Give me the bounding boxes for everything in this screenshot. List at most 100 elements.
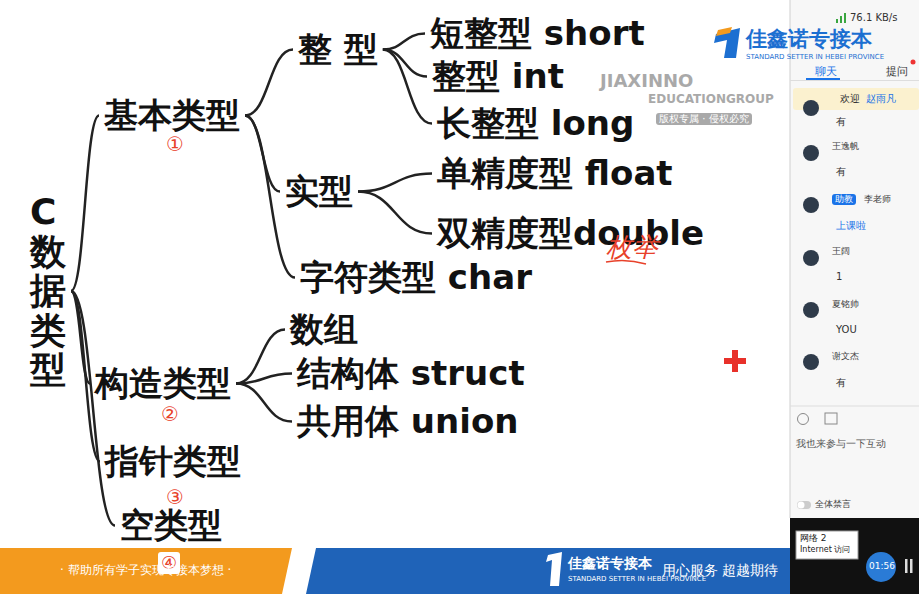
chat-message: 有 xyxy=(836,166,846,178)
logo-subtitle: STANDARD SETTER IN HEBEI PROVINCE xyxy=(746,53,884,61)
tree-node: 长整型 long xyxy=(433,102,638,145)
node-text: 长整型 long xyxy=(437,104,634,143)
tree-node: C数据类型 xyxy=(26,190,70,392)
tree-node: 字符类型 char xyxy=(296,256,536,299)
logo-text: 佳鑫诺专接本 xyxy=(568,555,652,572)
node-text: C数据类型 xyxy=(30,192,66,390)
chat-panel xyxy=(790,0,919,518)
network-status: 网络 2 xyxy=(800,533,827,544)
logo-text: 佳鑫诺专接本 xyxy=(746,27,872,52)
network-speed: 76.1 KB/s xyxy=(850,12,897,24)
brand-bar xyxy=(300,548,790,594)
logo-icon xyxy=(716,27,732,36)
node-text: 数组 xyxy=(290,310,358,349)
logo-icon xyxy=(714,28,740,58)
brace-connector xyxy=(358,174,432,192)
tree-node: 结构体 struct xyxy=(293,352,529,395)
chat-tab: 提问 xyxy=(886,65,908,78)
node-text: 整 型 xyxy=(298,30,378,69)
tab-dot xyxy=(911,60,916,65)
chat-message: 上课啦 xyxy=(836,220,866,232)
tree-node: 空类型 xyxy=(116,504,226,547)
user-name: 谢文杰 xyxy=(832,351,859,362)
red-plus xyxy=(724,350,746,372)
tree-node: 共用体 union xyxy=(293,400,522,443)
node-text: 双精度型double xyxy=(437,214,704,253)
tree-node: 整型 int xyxy=(428,55,568,98)
chat-message: 1 xyxy=(836,271,842,283)
player-bar xyxy=(790,518,919,594)
input-divider xyxy=(790,406,919,407)
brace-connector xyxy=(383,50,427,77)
watermark: JIAXINNO xyxy=(600,70,693,92)
network-status: Internet 访问 xyxy=(800,545,850,555)
node-text: 结构体 struct xyxy=(297,354,525,393)
watermark: 版权专属 · 侵权必究 xyxy=(656,113,752,125)
callout-number: ① xyxy=(166,132,184,156)
toggle xyxy=(797,501,811,509)
tree-node: 实型 xyxy=(281,170,357,213)
chat-message: 有 xyxy=(836,377,846,389)
tree-node: 单精度型 float xyxy=(433,152,677,195)
bar-logo-icon xyxy=(546,552,562,586)
tree-node: 双精度型double xyxy=(433,212,708,255)
brace-connector xyxy=(358,192,432,234)
brace-connector xyxy=(71,291,115,526)
brace-connector xyxy=(383,34,425,50)
panel-border xyxy=(790,0,791,518)
pause-icon xyxy=(910,559,913,573)
tab-divider xyxy=(790,80,919,81)
play-time: 01:56 xyxy=(869,561,895,572)
toggle-knob xyxy=(798,502,805,509)
input-placeholder: 我也来参与一下互动 xyxy=(796,438,886,450)
toggle-label: 全体禁言 xyxy=(815,499,851,510)
tree-node: 整 型 xyxy=(294,28,382,71)
brace-connector xyxy=(383,50,432,124)
slogan: 用心服务 超越期待 xyxy=(662,562,778,579)
node-text: 空类型 xyxy=(120,506,222,545)
user-name: 夏铭帅 xyxy=(832,299,859,310)
network-box xyxy=(796,531,858,559)
avatars xyxy=(803,100,819,370)
role-badge: 助教 xyxy=(832,194,856,205)
image-icon xyxy=(825,413,837,424)
tree-node: 数组 xyxy=(286,308,362,351)
slogan: · 帮助所有学子实现专接本梦想 · xyxy=(60,563,231,577)
signal-icon xyxy=(836,13,846,23)
node-text: 共用体 union xyxy=(297,402,518,441)
emoji-icon xyxy=(798,414,809,425)
node-text: 实型 xyxy=(285,172,353,211)
node-text: 基本类型 xyxy=(104,96,240,135)
node-text: 构造类型 xyxy=(95,364,231,403)
handwritten-note: 枚举 xyxy=(606,232,658,263)
user-name: 王逸帆 xyxy=(832,141,859,152)
tab-underline xyxy=(806,78,840,80)
brace-connector xyxy=(236,374,292,384)
watermark: EDUCATIONGROUP xyxy=(648,92,774,106)
welcome-text: 欢迎 xyxy=(840,93,860,105)
slogan-bar xyxy=(0,548,300,594)
tree-node: 构造类型 xyxy=(91,362,235,405)
tree-node: 基本类型 xyxy=(100,94,244,137)
user-name: 李老师 xyxy=(864,194,891,205)
welcome-name: 赵雨凡 xyxy=(866,93,896,105)
tree-node: 指针类型 xyxy=(101,440,245,483)
brace-connector xyxy=(236,384,292,422)
callout-number: ② xyxy=(161,402,179,426)
node-text: 整型 int xyxy=(432,57,564,96)
node-text: 短整型 short xyxy=(430,14,645,53)
bar-divider xyxy=(282,548,316,594)
chat-message: 有 xyxy=(836,116,846,128)
user-name: 王阔 xyxy=(832,246,850,257)
pause-icon xyxy=(905,559,908,573)
chat-message: YOU xyxy=(836,324,857,336)
chat-tab: 聊天 xyxy=(815,65,837,78)
node-text: 字符类型 char xyxy=(300,258,532,297)
play-button xyxy=(866,552,896,582)
brace-connector xyxy=(245,50,293,116)
node-text: 指针类型 xyxy=(105,442,241,481)
callout-number: ③ xyxy=(166,485,184,509)
tree-node: 短整型 short xyxy=(426,12,649,55)
node-text: 单精度型 float xyxy=(437,154,673,193)
brace-connector xyxy=(71,116,99,291)
